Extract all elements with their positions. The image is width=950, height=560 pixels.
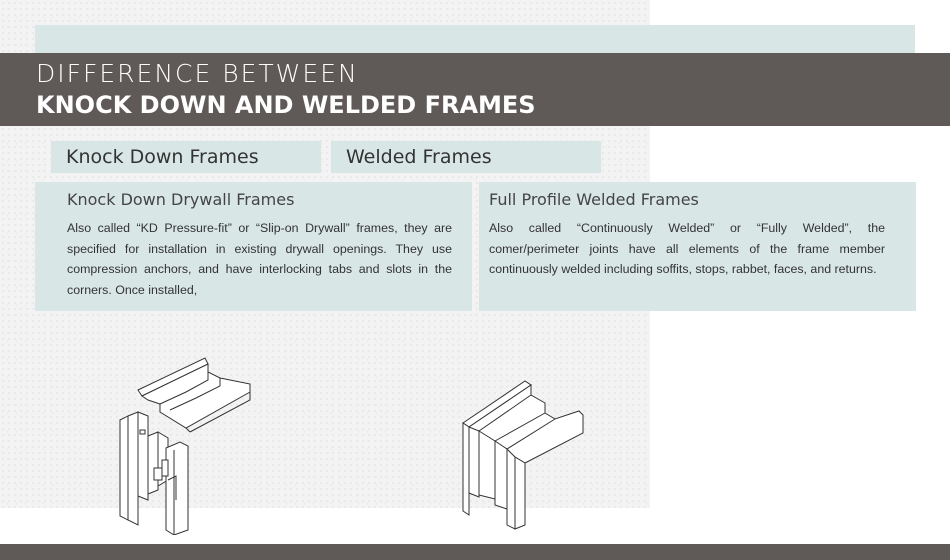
header-subtitle: DIFFERENCE BETWEEN <box>36 59 359 88</box>
welded-panel-title: Full Profile Welded Frames <box>489 190 699 209</box>
knock-down-frame-illustration <box>119 357 251 535</box>
footer-band <box>0 544 950 560</box>
tab-welded-frames[interactable]: Welded Frames <box>331 141 601 173</box>
header-title: KNOCK DOWN AND WELDED FRAMES <box>36 91 536 119</box>
knock-down-panel-body: Also called “KD Pressure-fit” or “Slip-o… <box>67 221 452 297</box>
knock-down-panel: Knock Down Drywall Frames Also called “K… <box>35 182 472 311</box>
welded-frame-illustration <box>462 380 584 530</box>
top-accent-strip <box>35 25 915 53</box>
header-band: DIFFERENCE BETWEEN KNOCK DOWN AND WELDED… <box>0 53 950 126</box>
welded-panel-body: Also called “Continuously Welded” or “Fu… <box>489 221 885 276</box>
tab-knock-down-frames[interactable]: Knock Down Frames <box>51 141 321 173</box>
welded-panel: Full Profile Welded Frames Also called “… <box>479 182 916 311</box>
knock-down-panel-title: Knock Down Drywall Frames <box>67 190 295 209</box>
